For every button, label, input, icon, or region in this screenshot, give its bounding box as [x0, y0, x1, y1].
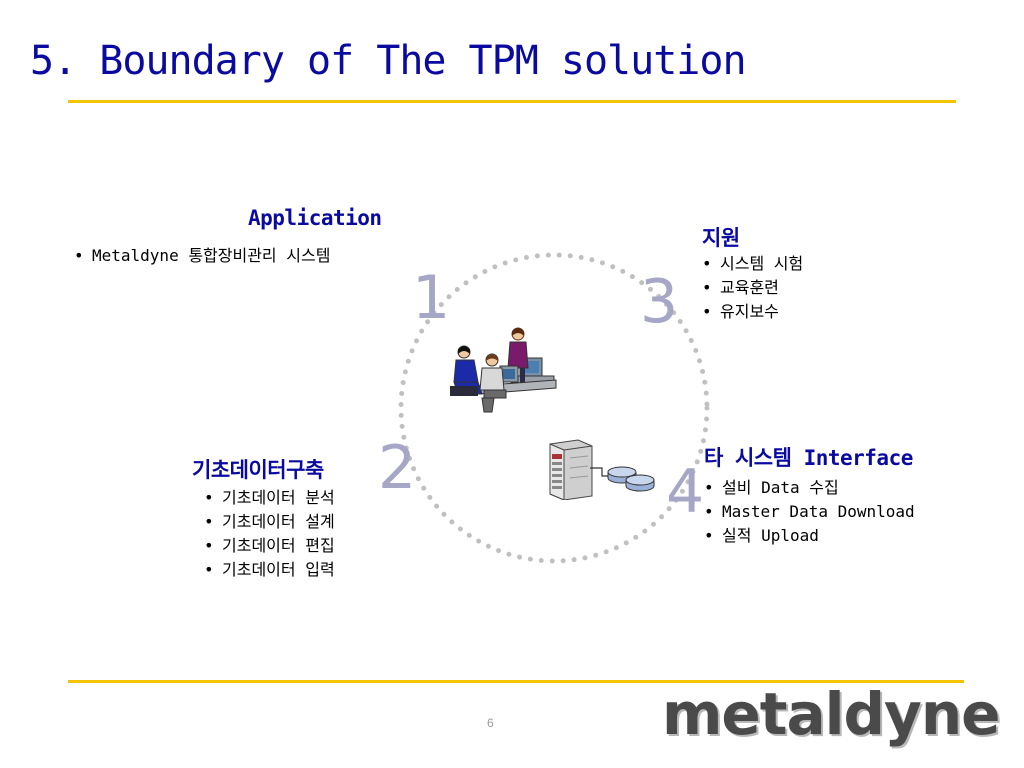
list-item: •실적 Upload [704, 526, 819, 545]
list-item: •Metaldyne 통합장비관리 시스템 [74, 246, 331, 265]
dotted-cycle-ring [398, 252, 710, 564]
section-number-3: 3 [640, 267, 679, 337]
list-item: •유지보수 [702, 302, 779, 321]
list-item: •기초데이터 입력 [204, 560, 335, 579]
cycle-diagram [398, 252, 710, 564]
section-number-2: 2 [378, 433, 417, 503]
section-number-4: 4 [666, 457, 705, 527]
list-item: •설비 Data 수집 [704, 478, 839, 497]
server-icon [549, 439, 593, 500]
list-item: •시스템 시험 [702, 254, 804, 273]
list-item: •기초데이터 분석 [204, 488, 335, 507]
section-number-1: 1 [412, 263, 451, 333]
list-item: •기초데이터 편집 [204, 536, 335, 555]
list-item: •교육훈련 [702, 278, 779, 297]
interface-list: •설비 Data 수집 •Master Data Download •실적 Up… [704, 476, 915, 548]
support-heading: 지원 [702, 226, 740, 250]
database-disks-icon [607, 466, 655, 492]
base-data-heading: 기초데이터구축 [192, 458, 324, 482]
page-number: 6 [487, 716, 494, 730]
list-item: •Master Data Download [704, 502, 915, 521]
people-at-computer-icon [450, 327, 557, 413]
support-list: •시스템 시험 •교육훈련 •유지보수 [702, 252, 803, 324]
interface-heading: 타 시스템 Interface [704, 446, 913, 470]
application-list: •Metaldyne 통합장비관리 시스템 [74, 244, 330, 268]
list-item: •기초데이터 설계 [204, 512, 335, 531]
base-data-list: •기초데이터 분석 •기초데이터 설계 •기초데이터 편집 •기초데이터 입력 [204, 486, 335, 582]
top-divider [68, 100, 956, 103]
metaldyne-logo: metaldyne [662, 680, 1000, 748]
application-heading: Application [248, 206, 382, 230]
page-title: 5. Boundary of The TPM solution [30, 38, 747, 84]
bottom-divider [68, 680, 964, 683]
